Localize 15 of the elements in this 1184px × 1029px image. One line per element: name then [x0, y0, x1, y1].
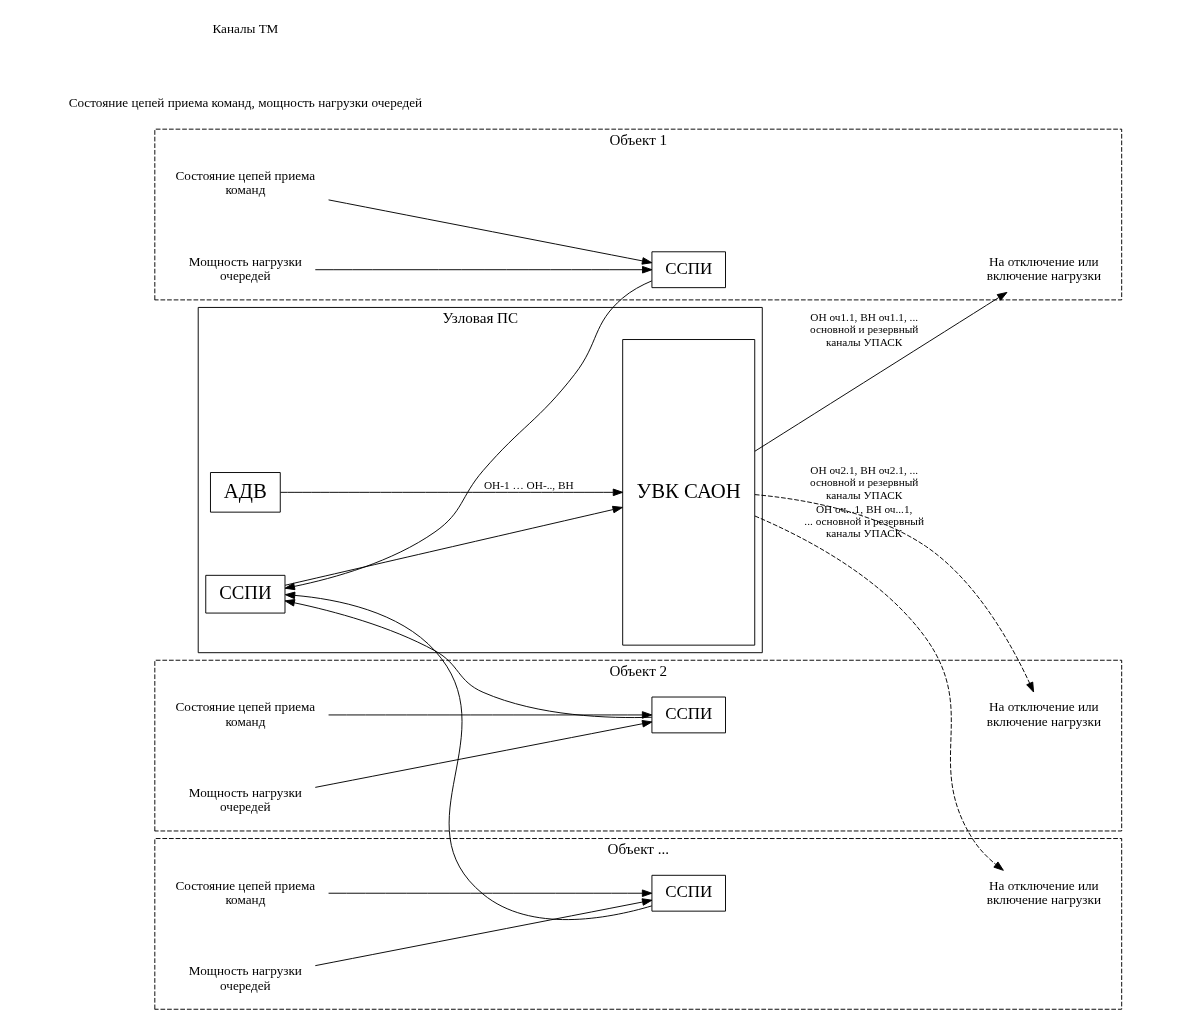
node-text: Мощность нагрузки очередей: [188, 254, 302, 284]
node-text: Состояние цепей приема команд: [175, 699, 315, 729]
node-text: На отключение или включение нагрузки: [986, 877, 1101, 907]
label: Состояние цепей приема команд, мощность нагрузки очередей: [68, 95, 422, 111]
node-text: Состояние цепей приема команд: [175, 877, 315, 907]
edge-label: ОН оч...1, ВН оч...1, ... основной и резервный каналы УПАСК: [803, 502, 924, 540]
node-text: На отключение или включение нагрузки: [986, 254, 1101, 284]
edge-label: ОН оч2.1, ВН оч2.1, ... основной и резервный каналы УПАСК: [809, 464, 918, 501]
node-text: Мощность нагрузки очередей: [188, 963, 302, 993]
edge-label: ОН-1 … ОН-.., ВН: [483, 479, 574, 492]
label: Каналы ТМ: [211, 20, 278, 36]
node-text: Состояние цепей приема команд: [175, 168, 315, 198]
node-text: Мощность нагрузки очередей: [188, 785, 302, 815]
edge-label: ОН оч1.1, ВН оч1.1, ... основной и резервный каналы УПАСК: [809, 311, 918, 348]
node-text: На отключение или включение нагрузки: [986, 699, 1101, 729]
